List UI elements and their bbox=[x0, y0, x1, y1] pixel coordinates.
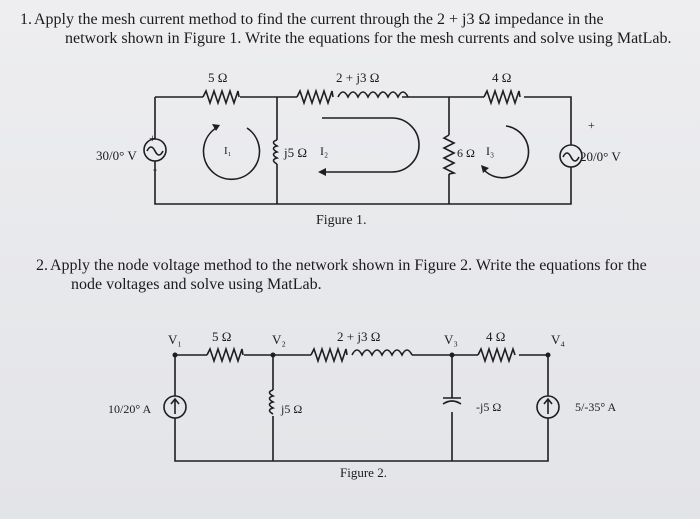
fig2-label-mj5: -j5 Ω bbox=[476, 400, 501, 414]
fig1-resistor-6 bbox=[442, 134, 457, 175]
fig2-resistor-4 bbox=[477, 346, 516, 364]
fig1-mesh-2-arrowhead-icon bbox=[318, 168, 326, 176]
fig2-label-j5: j5 Ω bbox=[280, 402, 302, 416]
fig1-mesh-1-arrow bbox=[202, 127, 261, 181]
fig1-label-i3: I₃ bbox=[486, 144, 494, 158]
fig2-label-i-left: 10/20° A bbox=[108, 402, 151, 416]
figure-2-caption: Figure 2. bbox=[340, 465, 387, 480]
fig1-mesh-2-arrow bbox=[322, 117, 420, 173]
problem-2-number: 2. bbox=[36, 257, 48, 274]
fig2-node-1 bbox=[172, 352, 178, 358]
fig1-resistor-4 bbox=[483, 88, 521, 106]
fig1-ac-wave-right-icon bbox=[562, 152, 580, 162]
fig1-ac-wave-left-icon bbox=[146, 146, 164, 156]
fig2-resistor-2 bbox=[310, 346, 348, 364]
fig1-label-r4: 4 Ω bbox=[492, 70, 511, 85]
fig2-resistor-5 bbox=[206, 346, 244, 364]
fig2-capacitor bbox=[442, 397, 462, 405]
fig2-label-v1: V₁ bbox=[168, 332, 182, 347]
fig2-node-3 bbox=[449, 352, 455, 358]
fig2-arrow-up-right-icon bbox=[543, 397, 553, 414]
fig1-resistor-2 bbox=[296, 88, 334, 106]
problem-1-number: 1. bbox=[20, 11, 32, 28]
fig1-mesh-1-arrowhead-icon bbox=[212, 124, 220, 131]
problem-1-line-1: Apply the mesh current method to find th… bbox=[34, 11, 604, 28]
fig1-label-r5: 5 Ω bbox=[208, 70, 227, 85]
fig1-mesh-3-arrowhead-icon bbox=[481, 165, 489, 173]
figure-2-wires bbox=[174, 354, 549, 462]
fig2-label-z23: 2 + j3 Ω bbox=[337, 329, 380, 344]
fig2-label-v2: V₂ bbox=[272, 332, 286, 347]
fig2-node-2 bbox=[270, 352, 276, 358]
fig1-inductor-j3 bbox=[337, 91, 409, 99]
fig2-inductor-j3 bbox=[351, 349, 413, 357]
fig2-current-source-right bbox=[536, 395, 560, 419]
fig1-plus-right: + bbox=[588, 118, 595, 132]
fig1-minus-left: - bbox=[153, 162, 157, 176]
fig1-label-j5: j5 Ω bbox=[283, 145, 307, 160]
fig2-current-source-left bbox=[163, 395, 187, 419]
figure-1-caption: Figure 1. bbox=[316, 213, 367, 228]
fig2-node-4 bbox=[545, 352, 551, 358]
fig2-label-i-right: 5/-35° A bbox=[575, 400, 616, 414]
fig2-inductor-j5 bbox=[268, 389, 276, 415]
fig1-voltage-source-left bbox=[143, 138, 167, 162]
fig1-label-v-left: 30/0° V bbox=[96, 148, 137, 163]
fig1-mesh-3-arrow bbox=[483, 125, 530, 179]
problem-2-line-2: node voltages and solve using MatLab. bbox=[71, 276, 322, 293]
fig1-label-z23: 2 + j3 Ω bbox=[336, 70, 379, 85]
fig2-label-v4: V₄ bbox=[551, 332, 565, 347]
fig1-label-r6: 6 Ω bbox=[457, 146, 475, 160]
fig2-label-r5: 5 Ω bbox=[212, 329, 231, 344]
problem-2-line-1: Apply the node voltage method to the net… bbox=[50, 257, 647, 274]
fig1-label-v-right: 20/0° V bbox=[580, 149, 621, 164]
fig1-label-i1: I₁ bbox=[224, 145, 232, 157]
fig1-plus-left: + bbox=[149, 131, 156, 145]
fig1-voltage-source-right bbox=[559, 144, 583, 168]
fig1-resistor-5 bbox=[202, 88, 240, 106]
fig2-label-v3: V₃ bbox=[444, 332, 458, 347]
fig2-label-r4: 4 Ω bbox=[486, 329, 505, 344]
fig1-label-i2: I₂ bbox=[320, 144, 328, 158]
problem-1-line-2: network shown in Figure 1. Write the equ… bbox=[65, 30, 672, 47]
fig1-inductor-j5 bbox=[272, 139, 280, 165]
fig2-arrow-up-left-icon bbox=[170, 397, 180, 414]
